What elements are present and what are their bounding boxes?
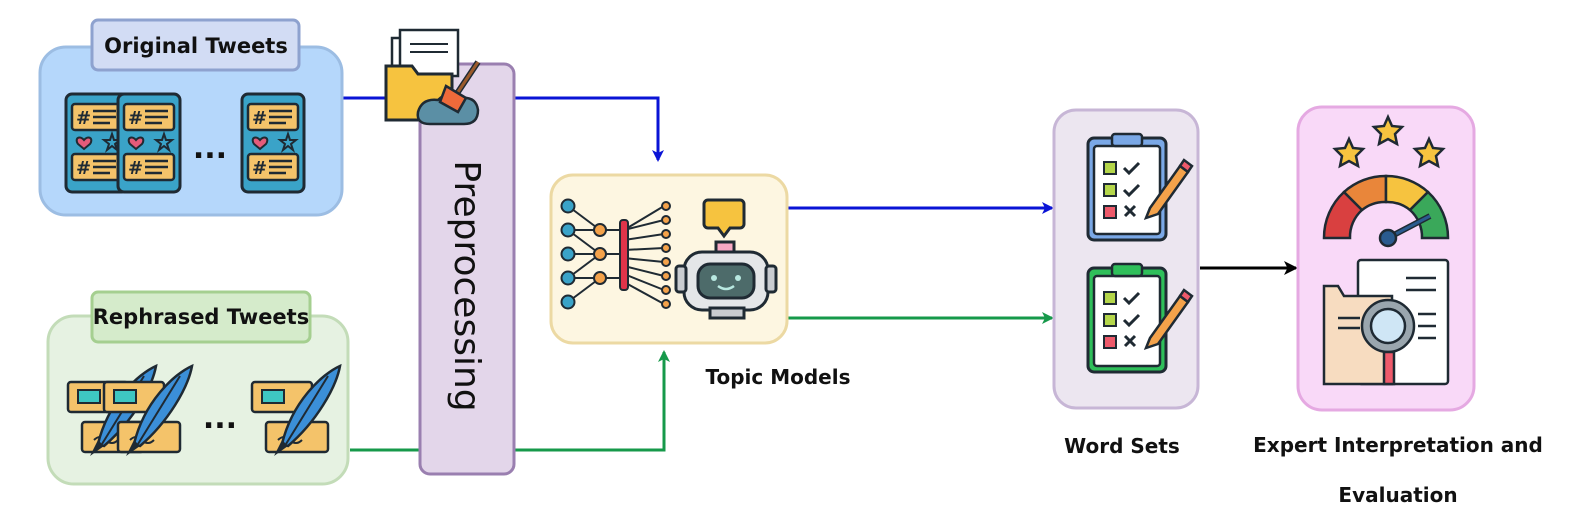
rephrased-tweets-label: Rephrased Tweets [93, 305, 309, 329]
expert-label-line2: Evaluation [1338, 483, 1457, 507]
preprocessing-bar: Preprocessing [418, 62, 516, 476]
rephrased-ellipsis: ... [203, 401, 237, 436]
document-magnifier-icon [1322, 258, 1450, 386]
expert-label-line1: Expert Interpretation and [1253, 433, 1543, 457]
tweet-card-icon [116, 92, 182, 194]
preprocessing-label: Preprocessing [446, 160, 487, 411]
folder-broom-icon [384, 28, 481, 126]
word-sets-panel [1052, 108, 1200, 410]
rephrased-tweets-header [90, 290, 312, 344]
original-ellipsis: ... [193, 131, 227, 166]
word-sets-label: Word Sets [1064, 434, 1180, 458]
robot-icon [674, 198, 778, 320]
original-tweets-label: Original Tweets [104, 34, 288, 58]
preprocessing-to-topic-arrow-blue [514, 96, 664, 162]
rephrased-tweets-panel: Rephrased Tweets ... [46, 290, 350, 486]
gauge-stars-icon [1322, 113, 1450, 248]
tweet-card-icon [240, 92, 306, 194]
original-tweets-header [90, 18, 301, 72]
clipboard-checklist-icon [1086, 132, 1194, 242]
neural-network-icon [560, 198, 671, 310]
preprocessing-to-topic-arrow-green [514, 350, 670, 452]
topic-models-label: Topic Models [706, 365, 851, 389]
connectors [343, 96, 1298, 452]
expert-evaluation-panel [1296, 105, 1476, 412]
topic-models-panel [549, 173, 789, 345]
clipboard-checklist-icon [1086, 262, 1194, 374]
original-tweets-panel: Original Tweets ... [38, 18, 344, 217]
